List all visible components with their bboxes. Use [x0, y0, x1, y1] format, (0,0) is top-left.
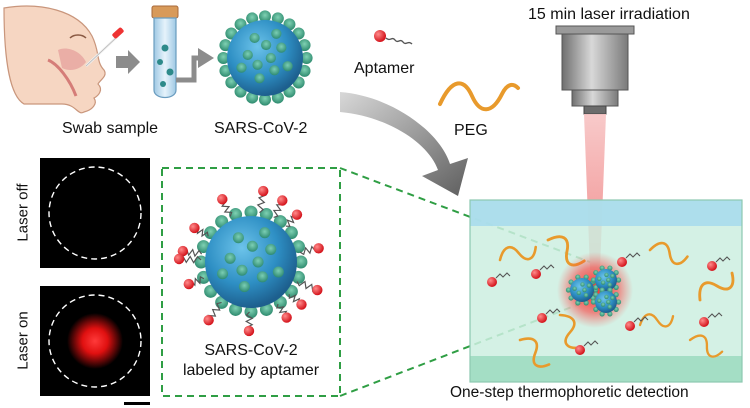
labeled-virus-icon — [173, 185, 324, 337]
scale-bar — [124, 402, 150, 405]
labeled-virus-label-line1: SARS-CoV-2 — [204, 342, 298, 359]
labeled-virus-label-line2: labeled by aptamer — [182, 362, 320, 379]
curved-arrow-to-chamber — [340, 92, 468, 196]
sars-cov-2-label: SARS-CoV-2 — [214, 120, 308, 137]
aptamer-label: Aptamer — [354, 60, 415, 77]
laser-on-image — [40, 286, 150, 396]
arrow-head-to-tube — [116, 50, 140, 74]
laser-off-label: Laser off — [14, 183, 32, 242]
detection-label: One-step thermophoretic detection — [450, 384, 689, 401]
laser-off-image — [40, 158, 150, 268]
peg-label: PEG — [454, 122, 488, 139]
concentrated-virus-cluster — [565, 265, 622, 317]
peg-strand-icon — [438, 81, 520, 112]
arrow-tube-to-virus — [176, 48, 214, 83]
laser-on-label: Laser on — [14, 311, 32, 370]
sars-cov-2-virus-icon — [217, 10, 313, 106]
swab-sample-label: Swab sample — [62, 120, 159, 137]
patient-head-illustration — [3, 5, 124, 114]
chamber-contents — [487, 235, 735, 368]
aptamer-icon — [374, 30, 413, 45]
sample-tube-icon — [151, 5, 179, 99]
laser-objective-icon — [555, 25, 635, 115]
laser-irradiation-label: 15 min laser irradiation — [528, 6, 690, 23]
